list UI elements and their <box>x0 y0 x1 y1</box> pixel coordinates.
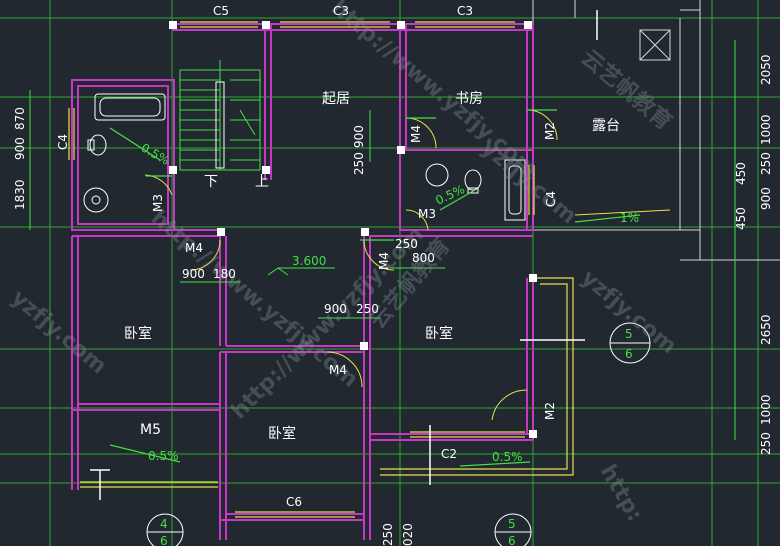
dim-right-450-b: 450 <box>734 207 748 230</box>
stair-handrail <box>215 81 225 169</box>
window-c4-b: C4 <box>544 191 558 207</box>
dim-right-450-a: 450 <box>734 162 748 185</box>
door-m5: M5 <box>140 422 161 438</box>
slope-arrows <box>109 127 641 467</box>
dim-900-b: 900 <box>324 302 347 316</box>
dim-right-1000: 1000 <box>759 114 773 145</box>
dim-right-250-b: 250 <box>759 432 773 455</box>
slope-5: 0.5% <box>492 450 523 464</box>
section-symbols <box>90 10 598 500</box>
terrace-railing <box>532 0 780 261</box>
dim-250-c: 250 <box>352 152 366 175</box>
door-m2-a: M2 <box>543 122 557 140</box>
room-terrace: 露台 <box>592 118 620 134</box>
door-m3-b: M3 <box>418 207 436 221</box>
room-study: 书房 <box>455 91 483 107</box>
axis-bubble-5-a: 5 <box>625 327 633 341</box>
dim-250-b: 250 <box>395 237 418 251</box>
dim-800: 800 <box>412 251 435 265</box>
door-m4-b: M4 <box>409 125 423 143</box>
stair-down-label: 下 <box>204 174 218 190</box>
room-living: 起居 <box>322 91 350 107</box>
dim-180: 180 <box>213 267 236 281</box>
dim-right-250: 250 <box>759 152 773 175</box>
dim-bottom-020: 020 <box>401 523 415 546</box>
window-c3-b: C3 <box>457 4 473 18</box>
axis-bubble-6-c: 6 <box>508 534 516 546</box>
dim-900-c: 900 <box>352 125 366 148</box>
dim-right-2050: 2050 <box>759 54 773 85</box>
level-mark <box>267 267 335 276</box>
door-m3-a: M3 <box>151 194 165 212</box>
slope-4: 0.5% <box>148 449 179 463</box>
dim-right-1000-b: 1000 <box>759 394 773 425</box>
axis-bubble-6-a: 6 <box>625 347 633 361</box>
walls <box>71 23 534 540</box>
room-bedroom-right: 卧室 <box>425 325 453 342</box>
window-c2: C2 <box>441 447 457 461</box>
slope-3: 1% <box>620 211 639 225</box>
door-m2-b: M2 <box>543 402 557 420</box>
dim-left-1830: 1830 <box>13 179 27 210</box>
window-c5: C5 <box>213 4 229 18</box>
staircase <box>179 60 261 171</box>
room-bedroom-center: 卧室 <box>268 425 296 442</box>
dim-right-900: 900 <box>759 187 773 210</box>
door-m4-c: M4 <box>377 252 391 270</box>
dim-right-2650: 2650 <box>759 314 773 345</box>
dim-bottom-250: 250 <box>381 523 395 546</box>
stair-up-label: 上 <box>255 174 269 190</box>
dim-left-900: 900 <box>13 137 27 160</box>
door-m4-a: M4 <box>185 241 203 255</box>
room-bedroom-left: 卧室 <box>124 325 152 342</box>
window-c4-a: C4 <box>56 134 70 150</box>
dim-250-a: 250 <box>356 302 379 316</box>
axis-bubble-circles <box>146 322 651 546</box>
dim-900-a: 900 <box>182 267 205 281</box>
dim-left-870: 870 <box>13 107 27 130</box>
axis-bubble-6-b: 6 <box>160 534 168 546</box>
window-c3-a: C3 <box>333 4 349 18</box>
axis-bubble-5-c: 5 <box>508 517 516 531</box>
window-c6: C6 <box>286 495 302 509</box>
column-markers <box>169 21 537 438</box>
axis-bubble-4-b: 4 <box>160 517 168 531</box>
bathroom-fixtures <box>83 93 526 221</box>
dimension-lines <box>29 40 736 440</box>
window-glazing <box>68 21 574 518</box>
floor-level: 3.600 <box>292 254 326 268</box>
door-m4-d: M4 <box>329 363 347 377</box>
